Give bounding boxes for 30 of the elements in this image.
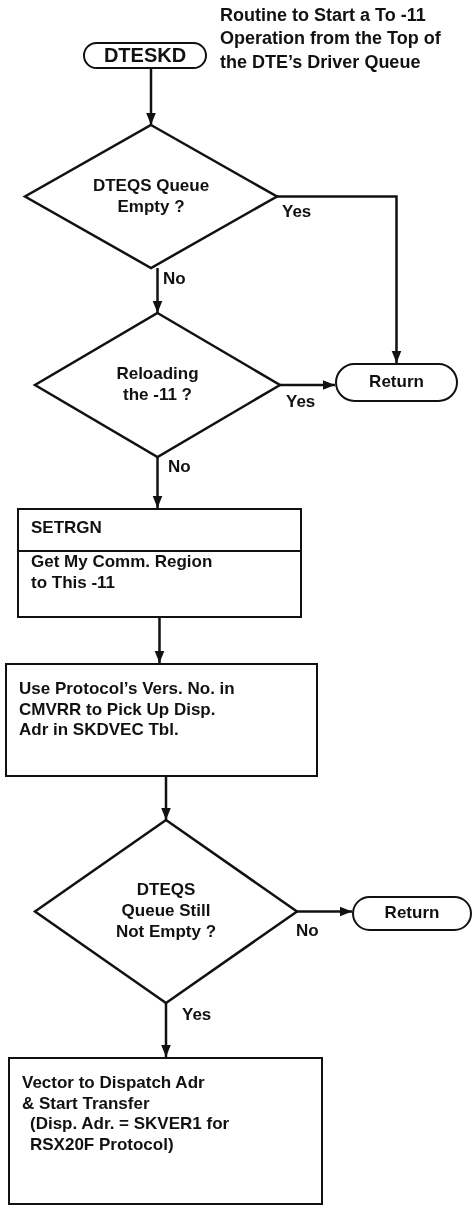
arrow: [154, 618, 165, 663]
decision-diamond: [25, 125, 277, 268]
decision-diamond: [35, 820, 297, 1003]
arrow: [152, 268, 163, 313]
process-text: Vector to Dispatch Adr & Start Transfer: [22, 1073, 206, 1115]
arrow: [277, 195, 402, 363]
process-note: (Disp. Adr. = SKVER1 for RSX20F Protocol): [29, 1114, 231, 1156]
terminator: [352, 896, 472, 931]
terminator: [335, 363, 458, 402]
decision-diamond: [35, 313, 280, 457]
arrow: [146, 69, 156, 125]
subroutine-box: [17, 508, 302, 618]
process-box: [5, 663, 318, 777]
terminator-label: Return: [384, 903, 440, 924]
terminator-label: DTESKD: [103, 43, 187, 68]
process-text: Get My Comm. Region to This -11: [31, 552, 214, 594]
arrow: [280, 380, 335, 390]
process-text: Use Protocol’s Vers. No. in CMVRR to Pick Up Disp. Adr in SKDVEC Tbl.: [19, 679, 236, 742]
arrow: [297, 906, 352, 917]
arrow: [161, 777, 171, 820]
arrow: [152, 457, 163, 508]
terminator-label: Return: [369, 372, 424, 393]
decision-text: Reloading the -11 ?: [115, 364, 200, 406]
description-text: Routine to Start a To -11 Operation from the Top of the DTE’s Driver Queue: [220, 4, 442, 74]
process-box: [8, 1057, 323, 1205]
terminator: [83, 42, 207, 69]
decision-text: DTEQS Queue Still Not Empty ?: [114, 880, 218, 943]
decision-text: DTEQS Queue Empty ?: [92, 175, 210, 218]
arrow: [161, 1003, 171, 1057]
subroutine-name: SETRGN: [31, 518, 103, 539]
